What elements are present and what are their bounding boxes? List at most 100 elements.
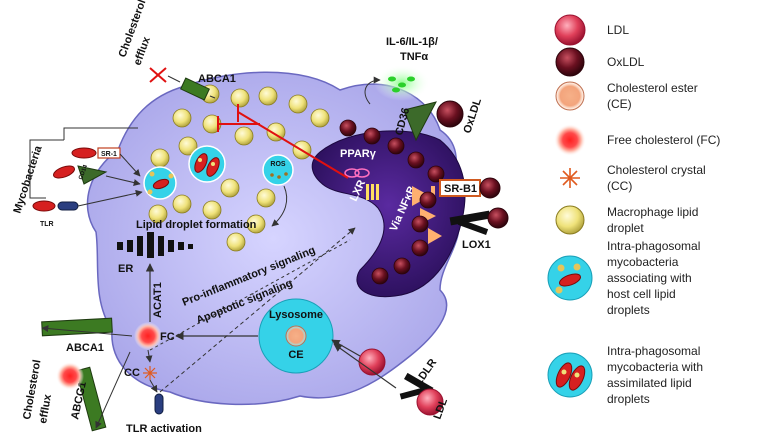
lipid-droplet-icon [555,205,585,235]
tlr-to-nucleus-dashed [159,227,356,393]
fc-label: FC [160,331,175,343]
fc-to-nucleus-dashed [149,239,351,351]
legend-item-fc: Free cholesterol (FC) [554,124,720,156]
lipid-droplet [172,108,192,128]
legend-label: Intra-phagosomal [607,239,700,253]
oxldl-particle-cd36 [436,100,464,128]
efflux-arrow-top [209,95,216,99]
ce-icon [555,81,585,111]
dna-stripes-icon [366,184,379,200]
inhibition-lines [217,104,349,179]
cd36-receptor [403,101,437,142]
cholesterol-efflux-bottom-line2: efflux [37,393,54,425]
lipid-droplets-group [148,84,330,252]
srb1-receptor: SR-B1 [439,179,481,197]
tlr-receptor: TLR [32,200,79,228]
ldlr-receptor [399,372,434,400]
ldl-icon [554,14,586,46]
acat1-label: ACAT1 [152,282,164,318]
ppar-lxr-complex-icon [344,168,370,178]
lipid-droplet [234,126,254,146]
ppar-label: PPARγ [340,148,377,160]
oxldl-particle [411,215,429,233]
lipid-droplet [258,86,278,106]
ros-vesicle: ROS [262,154,294,186]
er-label: ER [118,263,133,275]
lipid-droplet [148,204,168,224]
fc-to-cc-arrow [145,349,153,363]
legend-label: (CE) [607,97,632,111]
cytokines-line2: TNFα [400,51,428,63]
legend-label: Free cholesterol (FC) [607,133,720,147]
lipid-droplet [288,94,308,114]
legend-label: Intra-phagosomal [607,344,700,358]
abca1-transporter-top [180,77,210,101]
lipid-droplet [226,232,246,252]
mycobacteria-bracket-2 [63,127,138,140]
legend-label: Macrophage lipid [607,205,698,219]
lipid-droplet [202,200,222,220]
legend-label: host cell lipid [607,287,676,301]
legend-label: OxLDL [607,55,645,69]
oxldl-particle [407,151,425,169]
phagosome-associating-icon [547,255,593,301]
oxldl-icon [555,47,585,77]
cc-to-tlr-arrow [149,379,158,393]
lipid-droplet [230,88,250,108]
ldl-to-lysosome-arrow [331,339,361,357]
cholesterol-ester-particle [285,325,307,347]
cc-icon [560,168,580,188]
phagosome-assimilated-icon [547,352,593,398]
lipid-droplet [220,178,240,198]
cytokine-vesicle-icon [374,65,430,101]
legend-item-lipid-droplet: Macrophage lipid droplet [555,205,698,235]
abca1-top-label: ABCA1 [198,73,236,85]
cross-icon [149,67,167,83]
tlr-label: TLR [40,221,54,228]
ros-label: ROS [270,161,286,168]
legend-label: droplet [607,221,644,235]
oxldl-particle [339,119,357,137]
ce-label: CE [288,349,303,361]
ldl-particle-outside [416,388,444,416]
mycobacteria-bracket [29,139,64,199]
legend-label: Cholesterol crystal [607,163,706,177]
oxldl-particle-srb1 [479,177,501,199]
lipid-droplet [172,194,192,214]
legend-label: LDL [607,23,629,37]
oxldl-particle [363,127,381,145]
legend: LDL OxLDL Cholesterol ester(CE) Free choles… [547,14,720,406]
oxldl-particle [387,137,405,155]
legend-label: droplets [607,392,650,406]
oxldl-label: OxLDL [461,97,484,135]
sr1-receptor: SR-1 [71,147,121,159]
oxldl-particle [371,267,389,285]
oxldl-particle [393,257,411,275]
lysosome-label: Lysosome [269,309,323,321]
legend-item-ce: Cholesterol ester(CE) [555,81,698,111]
efflux-blocked-arrow [167,75,181,83]
lipid-droplet [178,136,198,156]
oxldl-particles-inside [339,119,445,285]
lipid-droplet-formation-label: Lipid droplet formation [136,219,257,231]
lox1-label: LOX1 [462,239,491,251]
phagosome-associating [143,166,177,200]
ldlr-label: LDLR [413,357,440,388]
lipid-droplet [310,108,330,128]
oxldl-particle [419,191,437,209]
lipid-droplet [246,214,266,234]
cd14-label: CD14 [78,164,89,181]
ldlr-to-lysosome-arrow [333,343,397,389]
efflux-arrow-abcg1 [95,351,131,429]
ros-signaling-arrow [271,185,288,227]
free-cholesterol-particle [134,322,162,350]
tlr-activation-label: TLR activation [126,423,202,435]
legend-label: (CC) [607,179,632,193]
cc-label: CC [124,367,140,379]
legend-item-cc: Cholesterol crystal (CC) [560,163,706,193]
cholesterol-crystal-icon [143,366,157,380]
legend-item-oxldl: OxLDL [555,47,645,77]
legend-label: associating with [607,271,692,285]
